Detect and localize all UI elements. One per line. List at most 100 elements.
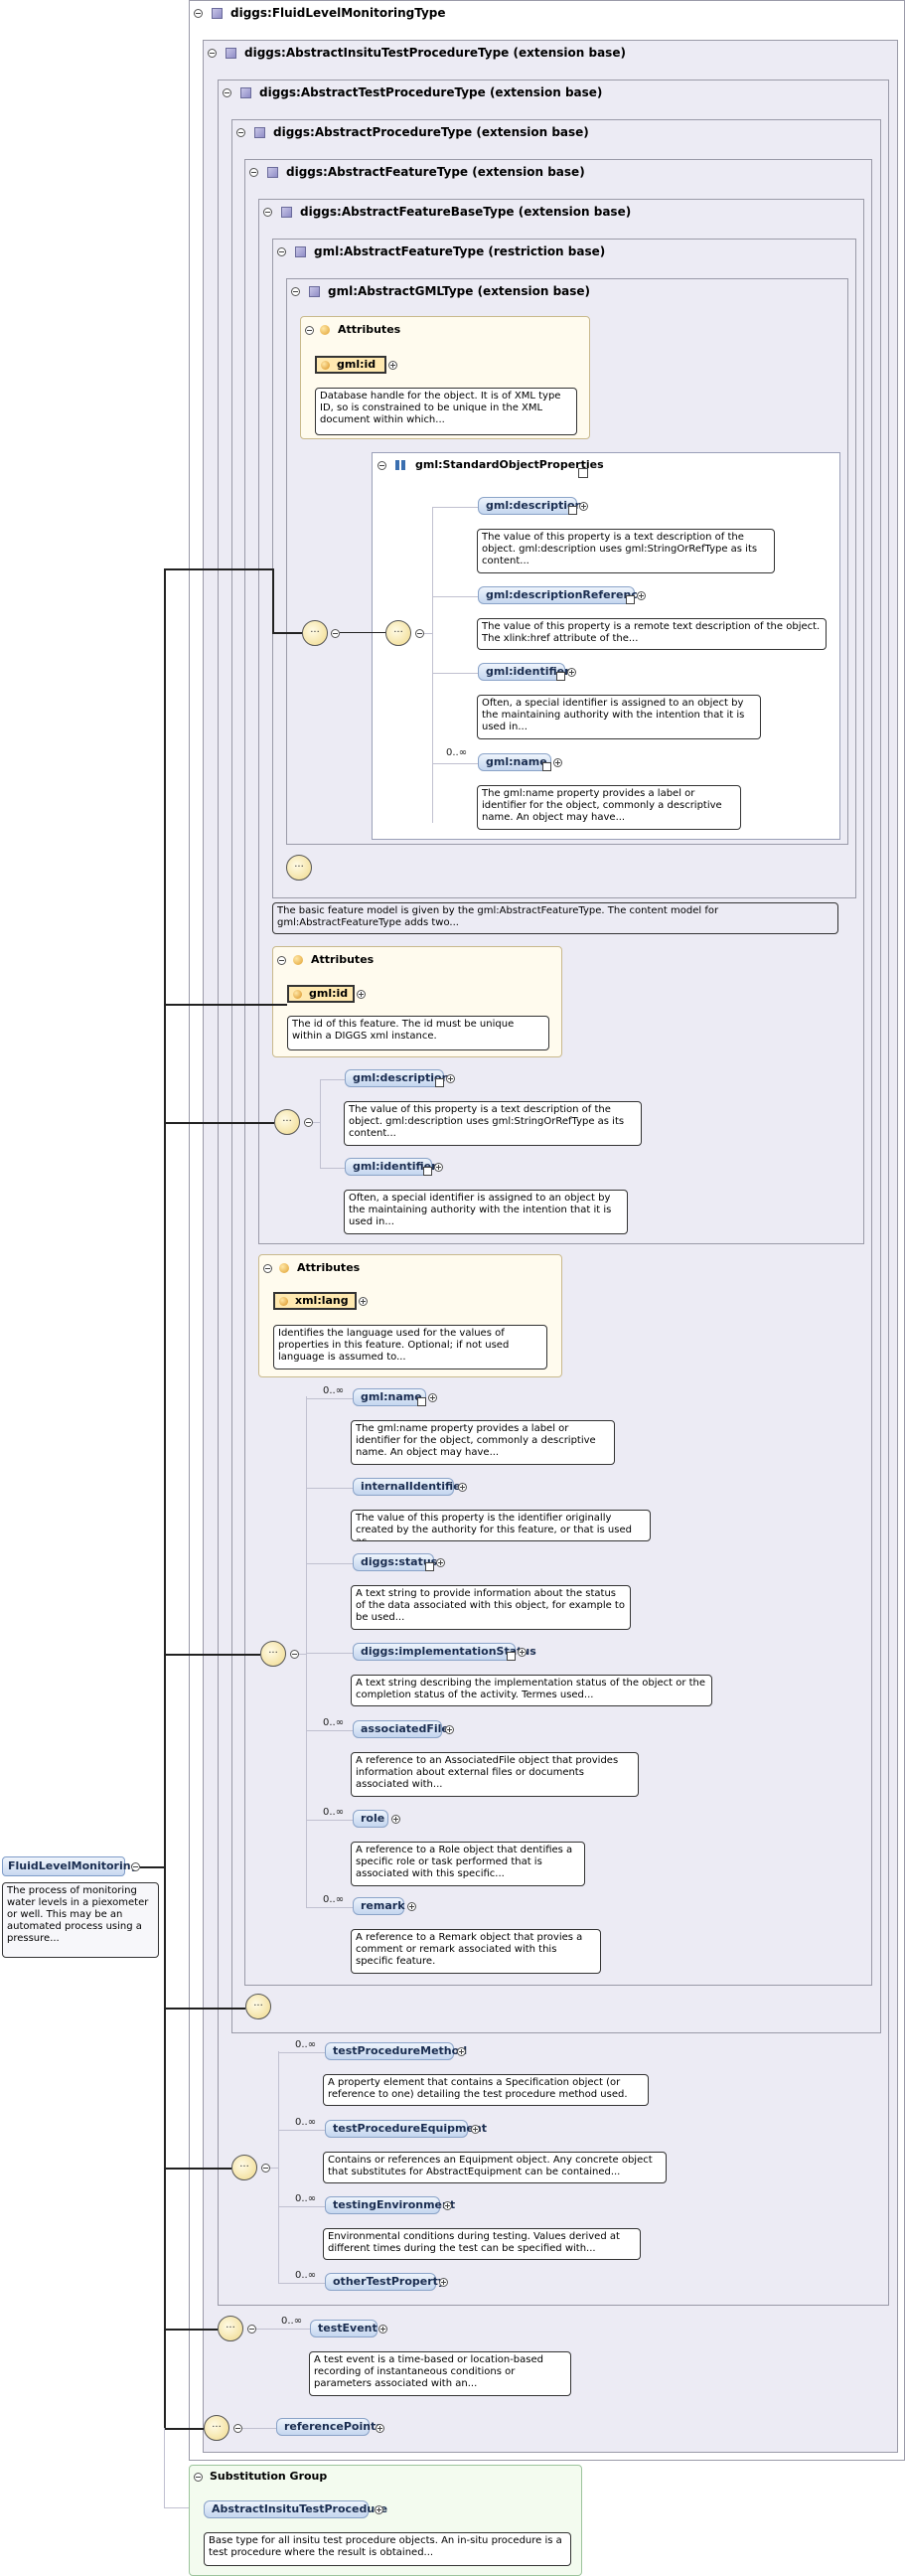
collapse-icon[interactable] <box>247 2325 256 2334</box>
gml-description-note: The value of this property is a text des… <box>344 1101 642 1146</box>
attribute-group-icon <box>320 325 330 335</box>
collapse-icon[interactable] <box>277 247 286 256</box>
expand-icon[interactable] <box>446 1074 455 1083</box>
expand-icon[interactable] <box>407 1902 416 1911</box>
collapse-icon[interactable] <box>261 2164 270 2173</box>
type-box-title: diggs:AbstractInsituTestProcedureType (e… <box>244 46 626 60</box>
collapse-icon[interactable] <box>331 629 340 638</box>
complex-type-icon <box>212 8 223 19</box>
diggs-status-element[interactable]: diggs:status <box>353 1553 437 1571</box>
collapse-icon[interactable] <box>290 1650 299 1659</box>
expand-icon[interactable] <box>376 2424 384 2433</box>
sequence-icon[interactable]: ··· <box>218 2316 243 2341</box>
expand-icon[interactable] <box>458 1483 467 1492</box>
role-element[interactable]: role <box>353 1810 388 1828</box>
cardinality: 0..∞ <box>281 2316 303 2327</box>
collapse-icon[interactable] <box>415 629 424 638</box>
expand-icon[interactable] <box>388 361 397 370</box>
internal-identifier-element[interactable]: internalIdentifier <box>353 1478 466 1496</box>
gml-description-reference-element[interactable]: gml:descriptionReference <box>478 586 645 604</box>
collapse-icon[interactable] <box>304 1118 313 1127</box>
expand-icon[interactable] <box>434 1163 443 1172</box>
expand-icon[interactable] <box>518 1648 527 1657</box>
collapse-icon[interactable] <box>263 208 272 217</box>
collapse-icon[interactable] <box>291 287 300 296</box>
sequence-icon[interactable]: ··· <box>274 1109 300 1135</box>
expand-icon[interactable] <box>553 758 562 767</box>
role-note: A reference to a Role object that dentif… <box>351 1842 585 1886</box>
collapse-icon[interactable] <box>249 168 258 177</box>
test-procedure-method-element[interactable]: testProcedureMethod <box>325 2042 467 2060</box>
expand-icon[interactable] <box>443 2201 452 2210</box>
cardinality: 0..∞ <box>295 2117 317 2128</box>
expand-icon[interactable] <box>567 668 576 677</box>
type-box-title: diggs:AbstractFeatureType (extension bas… <box>286 165 585 179</box>
attributes-label: Attributes <box>338 323 401 336</box>
expand-icon[interactable] <box>375 2505 383 2514</box>
collapse-icon[interactable] <box>223 88 231 97</box>
gml-identifier-element[interactable]: gml:identifier <box>478 663 570 681</box>
feature-id-note: The id of this feature. The id must be u… <box>287 1016 549 1050</box>
gml-id-attribute[interactable]: gml:id <box>287 985 355 1003</box>
collapse-icon[interactable] <box>236 128 245 137</box>
gml-id-attribute[interactable]: gml:id <box>315 356 386 374</box>
sequence-icon[interactable]: ··· <box>245 1994 271 2019</box>
sequence-icon[interactable]: ··· <box>231 2155 257 2180</box>
expand-icon[interactable] <box>357 990 366 999</box>
expand-icon[interactable] <box>637 591 646 600</box>
expand-icon[interactable] <box>457 2047 466 2056</box>
expand-icon[interactable] <box>391 1815 400 1824</box>
other-test-property-element[interactable]: otherTestProperty <box>325 2273 445 2291</box>
expand-icon[interactable] <box>359 1297 368 1306</box>
gml-description-element[interactable]: gml:description <box>478 497 582 515</box>
cardinality: 0..∞ <box>295 2039 317 2050</box>
expand-icon[interactable] <box>436 1558 445 1567</box>
expand-icon[interactable] <box>579 502 588 511</box>
collapse-icon[interactable] <box>131 1862 140 1871</box>
fluid-level-monitoring-element[interactable]: FluidLevelMonitoring <box>2 1856 138 1876</box>
gml-name-element[interactable]: gml:name <box>353 1388 426 1406</box>
type-box-title: diggs:AbstractTestProcedureType (extensi… <box>259 85 603 99</box>
reference-points-element[interactable]: referencePoints <box>276 2418 382 2436</box>
type-box-title: gml:AbstractFeatureType (restriction bas… <box>314 244 606 258</box>
testing-environment-element[interactable]: testingEnvironment <box>325 2196 455 2214</box>
cardinality: 0..∞ <box>323 1894 345 1905</box>
abstract-insitu-test-procedure-element[interactable]: AbstractInsituTestProcedure <box>204 2500 387 2518</box>
diggs-status-note: A text string to provide information abo… <box>351 1585 631 1630</box>
sequence-icon[interactable]: ··· <box>260 1641 286 1667</box>
remark-element[interactable]: remark <box>353 1897 405 1915</box>
expand-icon[interactable] <box>378 2325 387 2334</box>
expand-icon[interactable] <box>445 1725 454 1734</box>
complex-type-icon <box>295 246 306 257</box>
collapse-icon[interactable] <box>208 49 217 58</box>
gml-description-element[interactable]: gml:description <box>345 1069 449 1087</box>
sequence-icon[interactable]: ··· <box>385 620 411 646</box>
link-icon[interactable] <box>578 468 588 478</box>
sequence-icon[interactable]: ··· <box>204 2415 229 2441</box>
test-procedure-equipment-element[interactable]: testProcedureEquipment <box>325 2120 487 2138</box>
collapse-icon[interactable] <box>377 461 386 470</box>
expand-icon[interactable] <box>428 1393 437 1402</box>
abstract-insitu-test-procedure-note: Base type for all insitu test procedure … <box>204 2532 571 2566</box>
xml-lang-attribute[interactable]: xml:lang <box>273 1292 357 1310</box>
test-event-element[interactable]: testEvent <box>310 2320 377 2337</box>
collapse-icon[interactable] <box>305 326 314 335</box>
gml-name-element[interactable]: gml:name <box>478 753 551 771</box>
expand-icon[interactable] <box>471 2125 480 2134</box>
sequence-icon[interactable]: ··· <box>286 855 312 881</box>
collapse-icon[interactable] <box>194 2473 203 2482</box>
collapse-icon[interactable] <box>194 9 203 18</box>
testing-environment-note: Environmental conditions during testing.… <box>323 2228 641 2260</box>
collapse-icon[interactable] <box>277 956 286 965</box>
collapse-icon[interactable] <box>263 1264 272 1273</box>
associated-file-element[interactable]: associatedFile <box>353 1720 449 1738</box>
gml-identifier-note: Often, a special identifier is assigned … <box>344 1190 628 1234</box>
attribute-group-icon <box>293 955 303 965</box>
sop-branch-line <box>432 507 433 823</box>
sequence-icon[interactable]: ··· <box>302 620 328 646</box>
gml-identifier-element[interactable]: gml:identifier <box>345 1158 437 1176</box>
substitution-group-title: Substitution Group <box>210 2470 328 2483</box>
diggs-implementation-status-element[interactable]: diggs:implementationStatus <box>353 1643 536 1661</box>
expand-icon[interactable] <box>439 2278 448 2287</box>
collapse-icon[interactable] <box>233 2424 242 2433</box>
